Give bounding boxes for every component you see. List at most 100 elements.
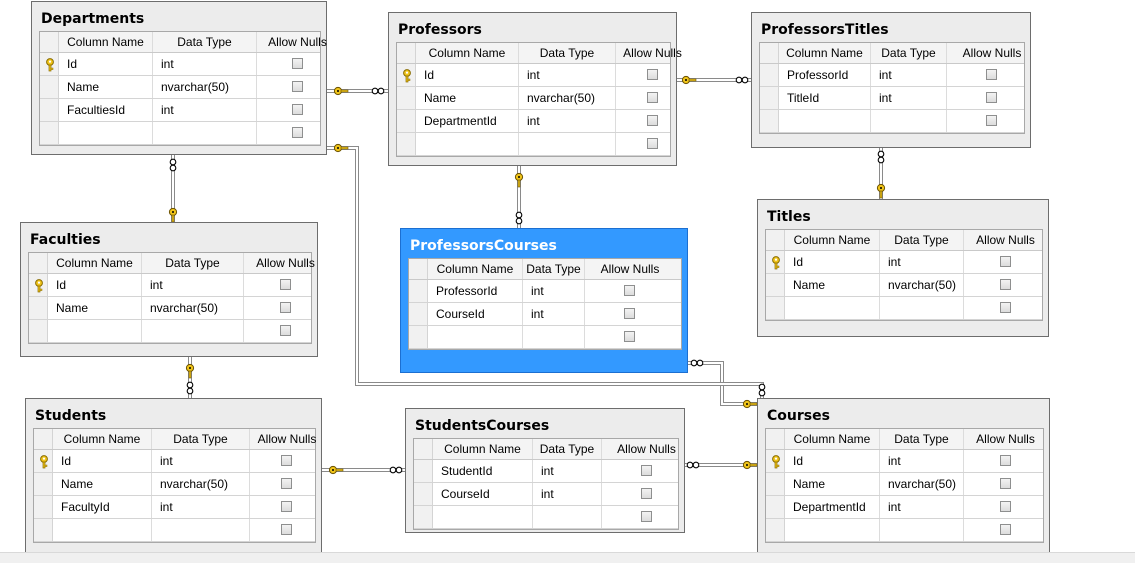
row-selector[interactable]	[766, 519, 785, 541]
relationship-faculties-departments[interactable]	[168, 155, 178, 223]
row-selector[interactable]	[760, 87, 779, 109]
column-name-cell[interactable]: DepartmentId	[416, 110, 519, 132]
column-row[interactable]	[29, 320, 311, 343]
checkbox-icon[interactable]	[1000, 524, 1011, 535]
data-type-cell[interactable]: int	[153, 99, 257, 121]
data-type-cell[interactable]	[142, 320, 244, 342]
column-row[interactable]	[40, 122, 320, 145]
column-name-cell[interactable]: Name	[416, 87, 519, 109]
data-type-cell[interactable]: int	[523, 303, 585, 325]
row-selector[interactable]	[766, 297, 785, 319]
row-selector[interactable]	[760, 110, 779, 132]
row-selector[interactable]	[766, 274, 785, 296]
row-selector[interactable]	[414, 483, 433, 505]
row-selector[interactable]	[34, 450, 53, 472]
table-title[interactable]: Departments	[41, 11, 145, 27]
checkbox-icon[interactable]	[292, 58, 303, 69]
checkbox-icon[interactable]	[1000, 279, 1011, 290]
column-name-cell[interactable]: ProfessorId	[428, 280, 523, 302]
row-selector[interactable]	[40, 76, 59, 98]
data-type-cell[interactable]: int	[153, 53, 257, 75]
column-name-cell[interactable]: Id	[53, 450, 152, 472]
row-selector[interactable]	[34, 473, 53, 495]
column-name-cell[interactable]	[428, 326, 523, 348]
column-name-cell[interactable]: StudentId	[433, 460, 533, 482]
row-selector[interactable]	[414, 506, 433, 528]
checkbox-icon[interactable]	[1000, 501, 1011, 512]
header-data-type[interactable]: Data Type	[519, 43, 616, 63]
column-name-cell[interactable]: TitleId	[779, 87, 871, 109]
data-type-cell[interactable]: int	[533, 483, 602, 505]
relationship-titles-professorstitles[interactable]	[876, 148, 886, 199]
data-type-cell[interactable]	[880, 519, 964, 541]
column-name-cell[interactable]: Name	[53, 473, 152, 495]
relationship-departments-professors[interactable]	[327, 86, 388, 96]
row-selector[interactable]	[760, 64, 779, 86]
header-data-type[interactable]: Data Type	[871, 43, 947, 63]
column-row[interactable]	[34, 519, 315, 542]
header-allow-nulls[interactable]: Allow Nulls	[257, 432, 317, 446]
column-name-cell[interactable]	[785, 297, 880, 319]
header-data-type[interactable]: Data Type	[142, 253, 244, 273]
row-selector[interactable]	[29, 297, 48, 319]
row-selector[interactable]	[29, 320, 48, 342]
column-name-cell[interactable]	[53, 519, 152, 541]
header-allow-nulls[interactable]: Allow Nulls	[962, 46, 1022, 60]
column-name-cell[interactable]	[59, 122, 153, 144]
header-column-name[interactable]: Column Name	[53, 429, 152, 449]
data-type-cell[interactable]: int	[871, 87, 947, 109]
row-selector[interactable]	[766, 473, 785, 495]
data-type-cell[interactable]: nvarchar(50)	[880, 473, 964, 495]
header-data-type[interactable]: Data Type	[152, 429, 250, 449]
checkbox-icon[interactable]	[624, 331, 635, 342]
row-selector[interactable]	[34, 519, 53, 541]
checkbox-icon[interactable]	[1000, 478, 1011, 489]
column-row[interactable]	[414, 506, 678, 529]
data-type-cell[interactable]: nvarchar(50)	[142, 297, 244, 319]
row-selector[interactable]	[40, 99, 59, 121]
column-name-cell[interactable]: CourseId	[433, 483, 533, 505]
row-selector[interactable]	[766, 251, 785, 273]
data-type-cell[interactable]: int	[880, 450, 964, 472]
column-name-cell[interactable]	[416, 133, 519, 155]
column-name-cell[interactable]: Id	[416, 64, 519, 86]
checkbox-icon[interactable]	[281, 478, 292, 489]
checkbox-icon[interactable]	[281, 524, 292, 535]
column-name-cell[interactable]: Name	[785, 274, 880, 296]
row-selector[interactable]	[34, 496, 53, 518]
table-title[interactable]: Courses	[767, 408, 830, 424]
column-name-cell[interactable]: DepartmentId	[785, 496, 880, 518]
row-selector[interactable]	[397, 64, 416, 86]
header-column-name[interactable]: Column Name	[433, 439, 533, 459]
column-name-cell[interactable]: Name	[59, 76, 153, 98]
header-data-type[interactable]: Data Type	[880, 429, 964, 449]
relationship-departments-courses[interactable]	[327, 143, 766, 398]
row-selector[interactable]	[409, 326, 428, 348]
checkbox-icon[interactable]	[986, 69, 997, 80]
column-name-cell[interactable]	[785, 519, 880, 541]
header-allow-nulls[interactable]: Allow Nulls	[623, 46, 682, 60]
checkbox-icon[interactable]	[647, 138, 658, 149]
column-row[interactable]	[409, 326, 681, 349]
header-column-name[interactable]: Column Name	[785, 429, 880, 449]
data-type-cell[interactable]: int	[152, 496, 250, 518]
column-name-cell[interactable]: Id	[785, 450, 880, 472]
row-selector[interactable]	[40, 53, 59, 75]
relationship-faculties-students[interactable]	[185, 357, 195, 398]
